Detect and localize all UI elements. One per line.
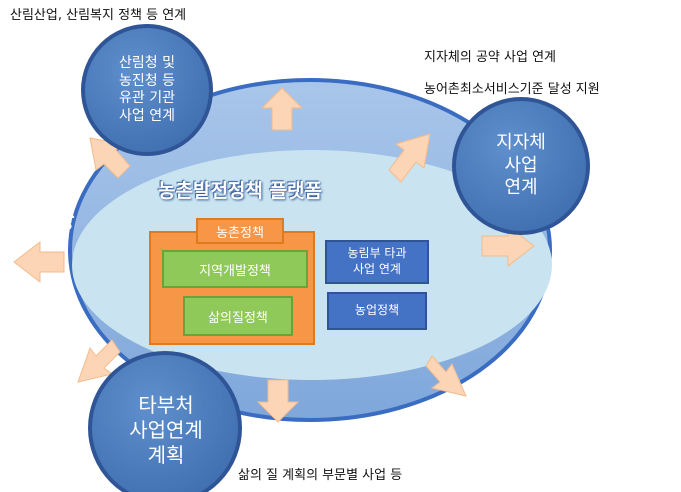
forest-circle bbox=[81, 24, 213, 156]
other-ministries-circle-label: 타부처 사업연계 계획 bbox=[96, 380, 236, 480]
arrow-up bbox=[260, 87, 304, 131]
ministry-link-line-1: 농림부 타과 bbox=[347, 246, 407, 261]
platform-title: 농촌발전정책 플랫폼 bbox=[158, 180, 322, 202]
side-label: 연계 통합 확장 bbox=[28, 164, 84, 233]
arrow-up-right bbox=[388, 133, 431, 183]
side-label-line-3: 확장 bbox=[37, 209, 75, 233]
forest-line-1: 산림청 및 bbox=[119, 55, 175, 71]
arrow-down-left bbox=[77, 339, 121, 383]
forest-line-3: 유관 기관 bbox=[119, 90, 175, 106]
side-label-line-2: 통합 bbox=[37, 186, 75, 210]
local-gov-line-2: 사업 bbox=[504, 154, 538, 176]
regional-dev-box: 지역개발정책 bbox=[162, 250, 308, 288]
ministry-link-line-2: 사업 연계 bbox=[353, 262, 401, 276]
note-top-left: 산림산업, 산림복지 정책 등 연계 bbox=[10, 8, 187, 23]
local-gov-circle-label: 지자체 사업 연계 bbox=[458, 110, 584, 222]
arrow-down bbox=[256, 379, 300, 423]
rural-policy-box: 농촌정책 bbox=[196, 218, 284, 244]
other-ministries-line-2: 사업연계 bbox=[129, 417, 203, 442]
arrow-right bbox=[481, 224, 535, 268]
agri-policy-box: 농업정책 bbox=[327, 292, 427, 330]
ministry-link-box: 농림부 타과 사업 연계 bbox=[325, 240, 429, 284]
other-ministries-line-1: 타부처 bbox=[138, 392, 194, 417]
arrow-down-right bbox=[425, 355, 467, 397]
other-ministries-line-3: 계획 bbox=[147, 442, 185, 467]
note-top-right-2: 농어촌최소서비스기준 달성 지원 bbox=[424, 82, 600, 97]
local-gov-circle bbox=[452, 97, 590, 235]
forest-line-2: 농진청 등 bbox=[119, 72, 175, 89]
local-gov-line-1: 지자체 bbox=[496, 132, 546, 154]
side-label-line-1: 연계 bbox=[37, 163, 75, 187]
arrow-left bbox=[13, 240, 65, 284]
local-gov-line-3: 연계 bbox=[504, 177, 538, 199]
quality-of-life-box: 삶의질정책 bbox=[183, 296, 293, 336]
other-ministries-circle bbox=[88, 351, 242, 492]
note-top-right-1: 지자체의 공약 사업 연계 bbox=[424, 50, 556, 65]
arrow-up-left bbox=[89, 137, 131, 179]
forest-circle-label: 산림청 및 농진청 등 유관 기관 사업 연계 bbox=[90, 40, 204, 140]
note-bottom: 삶의 질 계획의 부문별 사업 등 bbox=[238, 468, 403, 483]
forest-line-4: 사업 연계 bbox=[119, 107, 175, 124]
